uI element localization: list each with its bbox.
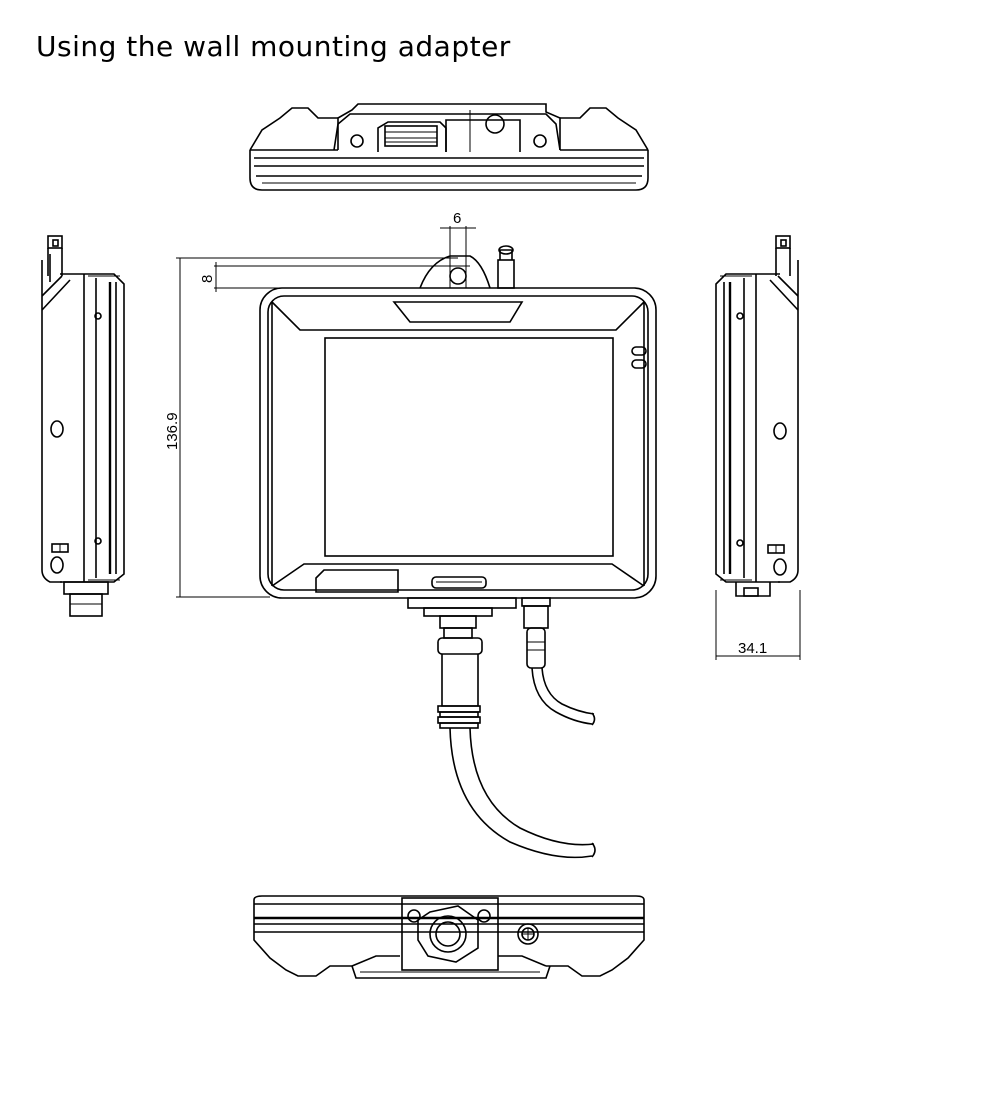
top-view [249,103,649,191]
dimensions [176,226,801,660]
dimension-hook-width: 6 [453,210,461,227]
right-side-view [715,235,799,597]
left-side-view [41,235,125,617]
front-view [259,245,657,859]
dimension-depth: 34.1 [738,640,767,657]
dimension-total-height: 136.9 [164,412,181,450]
bottom-view [253,895,645,979]
page-title: Using the wall mounting adapter [36,30,511,63]
dimension-hook-height: 8 [199,275,216,283]
